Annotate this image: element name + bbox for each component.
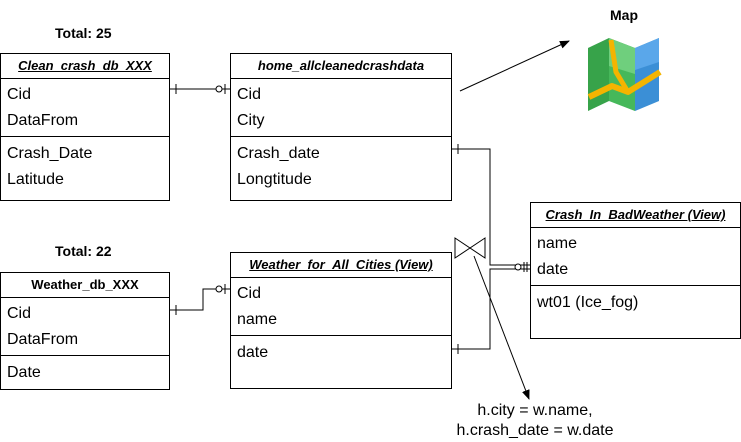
entity-field: Cid (237, 86, 262, 103)
entity-field: Cid (7, 305, 32, 322)
entity-title: Clean_crash_db_XXX (1, 54, 169, 79)
entity-field: DataFrom (7, 112, 79, 129)
entity-title: Weather_db_XXX (1, 273, 169, 298)
relation-weatherdb-to-cities (170, 284, 232, 315)
relation-clean-to-home (170, 84, 232, 94)
entity-clean-crash[interactable]: Clean_crash_db_XXX Cid DataFrom Crash_Da… (0, 53, 170, 201)
map-icon (587, 38, 662, 111)
join-condition-arrow (473, 255, 530, 400)
entity-crash-bad-weather[interactable]: Crash_In_BadWeather (View) name date wt0… (530, 202, 741, 339)
join-condition-note: h.city = w.name, h.crash_date = w.date (440, 401, 630, 441)
entity-attr-section: Date (1, 355, 169, 386)
entity-field: date (237, 344, 269, 361)
entity-field: Date (7, 364, 41, 381)
entity-field: name (237, 311, 278, 328)
entity-field: Longtitude (237, 171, 312, 188)
entity-field: date (537, 261, 569, 278)
join-condition-line: h.crash_date = w.date (456, 422, 614, 439)
entity-key-section: Cid name (231, 278, 451, 335)
entity-title: Weather_for_All_Cities (View) (231, 253, 451, 278)
entity-key-section: name date (531, 228, 740, 285)
join-condition-line: h.city = w.name, (477, 402, 593, 419)
entity-field: Crash_Date (7, 145, 93, 162)
map-label: Map (610, 7, 638, 23)
entity-field: Cid (237, 285, 262, 302)
entity-key-section: Cid City (231, 79, 451, 136)
entity-weather-cities[interactable]: Weather_for_All_Cities (View) Cid name d… (230, 252, 452, 389)
entity-title: Crash_In_BadWeather (View) (531, 203, 740, 228)
entity-key-section: Cid DataFrom (1, 298, 169, 355)
entity-field: DataFrom (7, 331, 79, 348)
entity-home-all[interactable]: home_allcleanedcrashdata Cid City Crash_… (230, 53, 452, 201)
total-weather-label: Total: 22 (55, 243, 112, 259)
entity-field: Crash_date (237, 145, 320, 162)
entity-weather-db[interactable]: Weather_db_XXX Cid DataFrom Date (0, 272, 170, 390)
entity-field: name (537, 235, 578, 252)
entity-attr-section: Crash_date Longtitude (231, 136, 451, 193)
entity-title: home_allcleanedcrashdata (231, 54, 451, 79)
entity-attr-section: Crash_Date Latitude (1, 136, 169, 193)
map-arrow (459, 40, 570, 92)
entity-field: Cid (7, 86, 32, 103)
relation-join-to-badweather (452, 144, 530, 354)
bowtie-join-icon (454, 237, 486, 259)
entity-field: City (237, 112, 265, 129)
entity-key-section: Cid DataFrom (1, 79, 169, 136)
entity-field: wt01 (Ice_fog) (537, 294, 639, 311)
entity-attr-section: wt01 (Ice_fog) (531, 285, 740, 316)
entity-field: Latitude (7, 171, 64, 188)
entity-attr-section: date (231, 335, 451, 366)
total-clean-label: Total: 25 (55, 25, 112, 41)
